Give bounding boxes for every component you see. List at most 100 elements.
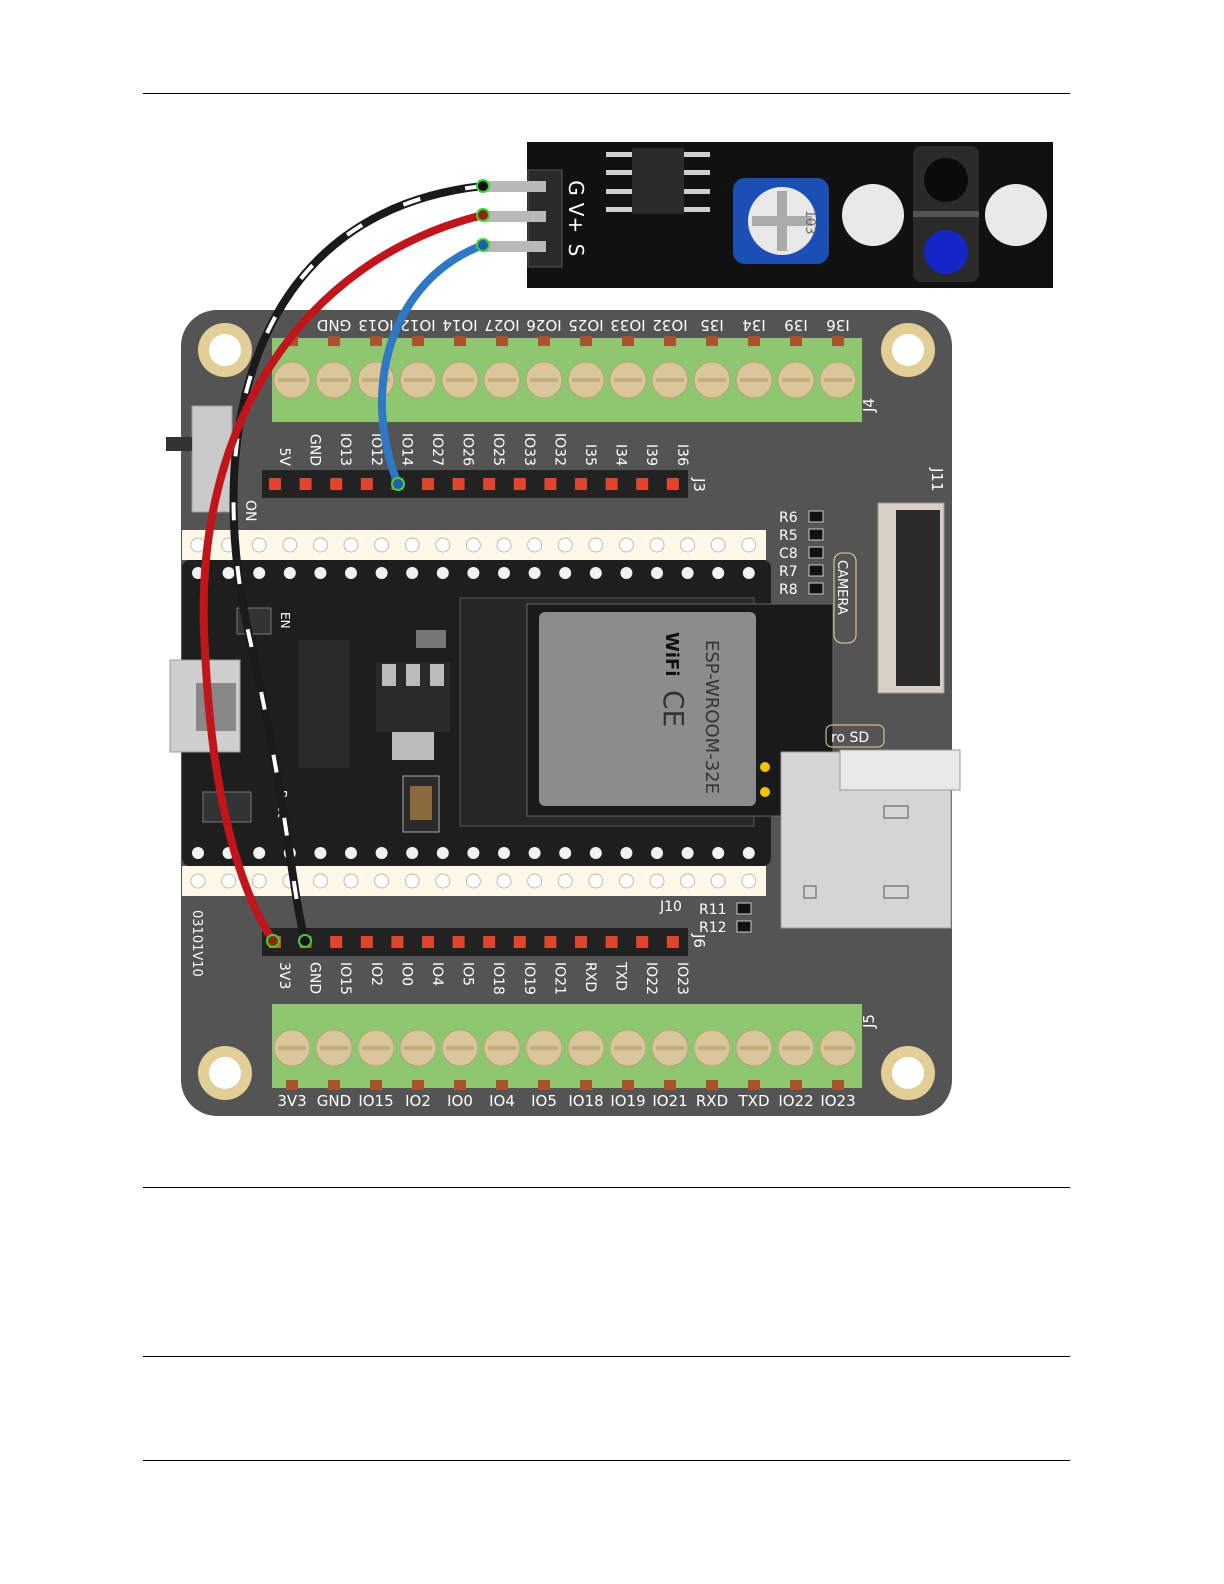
- screw-slot: [572, 378, 600, 382]
- terminal-lead: [412, 1080, 424, 1090]
- header-hole: [618, 873, 634, 889]
- terminal-lead: [664, 1080, 676, 1090]
- devkit-pin: [712, 567, 725, 579]
- terminal-label: IO23: [820, 1092, 855, 1110]
- screw-slot: [362, 378, 390, 382]
- terminal-label: IO2: [405, 1092, 431, 1110]
- screw-slot: [404, 378, 432, 382]
- sensor-pin-label-vplus: V+: [564, 203, 588, 233]
- header-hole: [465, 537, 481, 553]
- terminal-label: GND: [317, 316, 351, 334]
- screw-slot: [488, 378, 516, 382]
- wire-vcc: [199, 211, 487, 945]
- terminal-label: IO22: [778, 1092, 813, 1110]
- terminal-lead: [580, 1080, 592, 1090]
- resistor-label: R5: [779, 528, 798, 544]
- terminal-lead: [580, 336, 592, 346]
- header-hole: [557, 537, 573, 553]
- devkit-pin: [314, 847, 327, 859]
- terminal-label: IO13: [358, 316, 393, 334]
- devkit-pin: [314, 567, 327, 579]
- header-pin[interactable]: [605, 936, 618, 948]
- header-pin[interactable]: [452, 936, 465, 948]
- devkit-pin: [345, 847, 357, 859]
- resistor-label: R8: [779, 582, 798, 598]
- header-pin[interactable]: [269, 478, 281, 490]
- header-pin-label: IO0: [398, 962, 414, 986]
- screw-slot: [782, 378, 810, 382]
- terminal-label: IO14: [442, 316, 477, 334]
- screw-slot: [530, 1046, 558, 1050]
- terminal-lead: [286, 1080, 298, 1090]
- header-pin[interactable]: [391, 936, 404, 948]
- module-label: ESP-WROOM-32E: [701, 640, 722, 794]
- header-hole: [404, 537, 420, 553]
- header-pin[interactable]: [544, 936, 557, 948]
- header-hole: [251, 873, 267, 889]
- header-hole: [710, 537, 726, 553]
- devkit-pin: [620, 847, 633, 859]
- header-pin-label: IO5: [460, 962, 476, 986]
- header-pin[interactable]: [452, 478, 465, 490]
- terminal-lead: [370, 336, 382, 346]
- header-pin[interactable]: [360, 478, 373, 490]
- header-pin[interactable]: [666, 936, 679, 948]
- section-rule-1: [143, 1187, 1070, 1188]
- header-pin-label: IO12: [368, 433, 384, 466]
- header-pin-label: IO32: [551, 433, 567, 466]
- header-pin-label: IO13: [337, 433, 353, 466]
- header-hole: [741, 873, 757, 889]
- header-pin[interactable]: [330, 936, 343, 948]
- header-pin[interactable]: [422, 936, 434, 948]
- switch-on-label: ON: [242, 500, 258, 522]
- header-pin[interactable]: [513, 478, 526, 490]
- terminal-lead: [538, 1080, 550, 1090]
- line-tracking-sensor: G V+ S 103: [483, 142, 1053, 288]
- header-pin[interactable]: [483, 478, 496, 490]
- header-hole: [588, 537, 604, 553]
- header-pin[interactable]: [360, 936, 373, 948]
- devkit-pin: [283, 567, 296, 579]
- terminal-lead: [790, 336, 802, 346]
- header-hole: [680, 537, 696, 553]
- header-pin-label: I36: [674, 444, 690, 466]
- resistor: [808, 582, 824, 595]
- resistor-label: R6: [779, 510, 798, 526]
- header-hole: [527, 537, 543, 553]
- terminal-label: IO25: [568, 316, 603, 334]
- header-pin[interactable]: [605, 478, 618, 490]
- terminal-label: I34: [742, 316, 766, 334]
- devkit-pin: [589, 847, 602, 859]
- screw-slot: [320, 378, 348, 382]
- header-pin[interactable]: [330, 478, 343, 490]
- screw-slot: [656, 1046, 684, 1050]
- header-pin[interactable]: [636, 478, 649, 490]
- terminal-label: IO27: [484, 316, 519, 334]
- sensor-pin-vplus: [483, 211, 546, 222]
- terminal-lead: [328, 336, 340, 346]
- microsd-label: ro SD: [831, 730, 869, 746]
- header-pin-label: 5V: [276, 448, 292, 467]
- header-pin[interactable]: [575, 936, 587, 948]
- screw-slot: [740, 378, 768, 382]
- module-shield: [539, 612, 756, 806]
- screw-slot: [740, 1046, 768, 1050]
- header-pin[interactable]: [575, 478, 587, 490]
- header-pin[interactable]: [422, 478, 434, 490]
- header-pin[interactable]: [666, 478, 679, 490]
- connector-label-j5: J5: [860, 1014, 878, 1029]
- terminal-lead: [454, 336, 466, 346]
- header-pin[interactable]: [544, 478, 557, 490]
- header-pin[interactable]: [299, 478, 312, 490]
- camera-label-box: [833, 552, 857, 644]
- header-hole: [190, 537, 206, 553]
- header-pin[interactable]: [483, 936, 496, 948]
- header-pin[interactable]: [636, 936, 649, 948]
- header-pin[interactable]: [513, 936, 526, 948]
- header-pin-label: I34: [613, 444, 629, 466]
- terminal-lead: [706, 336, 718, 346]
- devkit-pin: [375, 847, 388, 859]
- screw-slot: [572, 1046, 600, 1050]
- screw-slot: [782, 1046, 810, 1050]
